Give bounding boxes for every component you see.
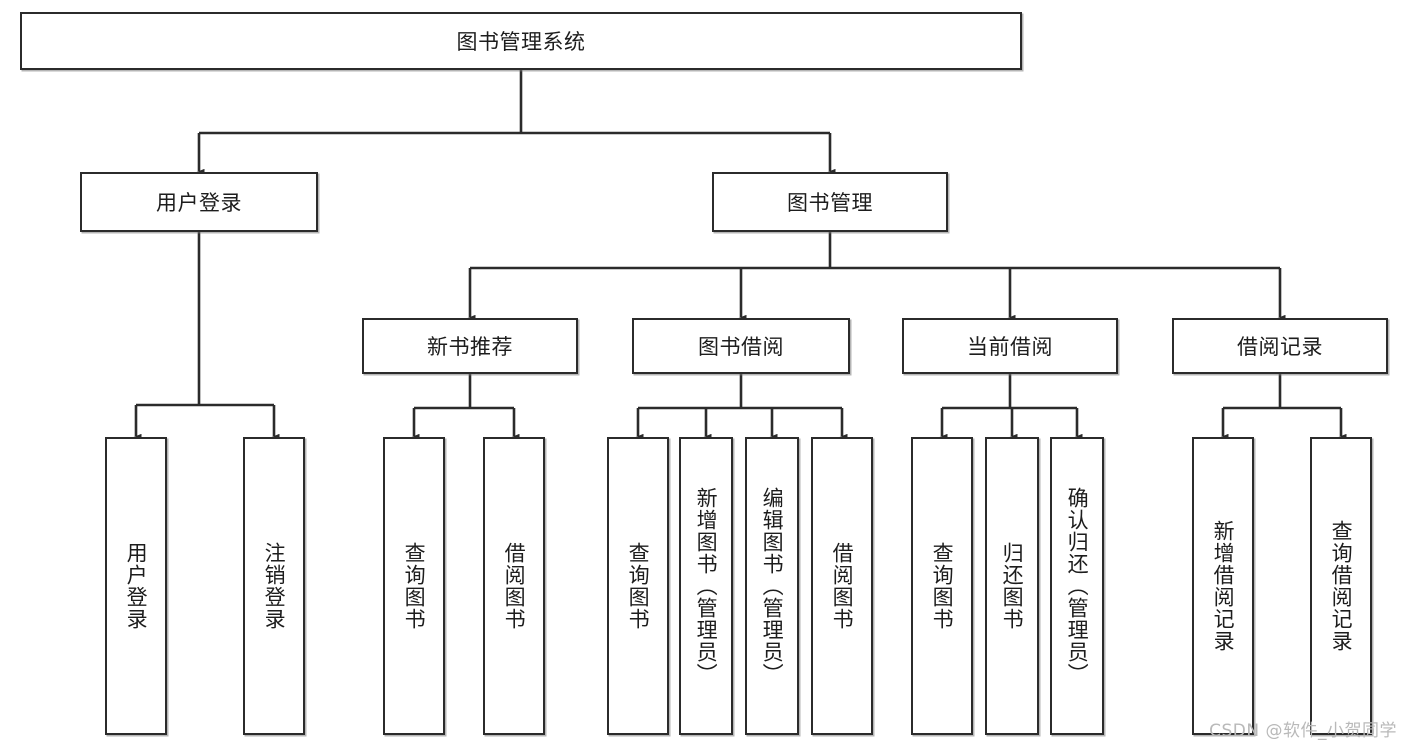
node-l2_1[interactable]: 图书借阅: [632, 318, 850, 374]
node-label: 图书管理: [787, 191, 873, 215]
node-label: 借阅记录: [1237, 335, 1323, 359]
node-leaf_10[interactable]: 确认归还（管理员）: [1050, 437, 1104, 735]
node-leaf_9[interactable]: 归还图书: [985, 437, 1039, 735]
node-label: 查询借阅记录: [1329, 520, 1354, 652]
node-label: 当前借阅: [967, 335, 1053, 359]
node-label: 查询图书: [402, 542, 427, 630]
node-label: 图书管理系统: [456, 30, 586, 54]
node-leaf_0[interactable]: 用户登录: [105, 437, 167, 735]
node-l2_0[interactable]: 新书推荐: [362, 318, 578, 374]
node-leaf_3[interactable]: 借阅图书: [483, 437, 545, 735]
node-label: 借阅图书: [830, 542, 855, 630]
node-label: 用户登录: [124, 542, 149, 630]
node-leaf_11[interactable]: 新增借阅记录: [1192, 437, 1254, 735]
node-label: 新增图书（管理员）: [694, 487, 719, 685]
node-label: 注销登录: [262, 542, 287, 630]
node-root[interactable]: 图书管理系统: [20, 12, 1022, 70]
node-leaf_5[interactable]: 新增图书（管理员）: [679, 437, 733, 735]
node-leaf_8[interactable]: 查询图书: [911, 437, 973, 735]
node-leaf_1[interactable]: 注销登录: [243, 437, 305, 735]
node-leaf_4[interactable]: 查询图书: [607, 437, 669, 735]
node-label: 新增借阅记录: [1211, 520, 1236, 652]
node-label: 归还图书: [1000, 542, 1025, 630]
node-label: 查询图书: [626, 542, 651, 630]
node-leaf_2[interactable]: 查询图书: [383, 437, 445, 735]
node-label: 确认归还（管理员）: [1065, 487, 1090, 685]
node-l1_0[interactable]: 用户登录: [80, 172, 318, 232]
node-leaf_12[interactable]: 查询借阅记录: [1310, 437, 1372, 735]
node-label: 借阅图书: [502, 542, 527, 630]
node-l1_1[interactable]: 图书管理: [712, 172, 948, 232]
csdn-watermark: CSDN @软件_小贺同学: [1209, 721, 1397, 741]
node-label: 图书借阅: [698, 335, 784, 359]
node-leaf_6[interactable]: 编辑图书（管理员）: [745, 437, 799, 735]
node-label: 查询图书: [930, 542, 955, 630]
connector-lines: [130, 70, 1347, 443]
node-label: 用户登录: [156, 191, 242, 215]
node-label: 编辑图书（管理员）: [760, 487, 785, 685]
node-l2_3[interactable]: 借阅记录: [1172, 318, 1388, 374]
node-l2_2[interactable]: 当前借阅: [902, 318, 1118, 374]
node-label: 新书推荐: [427, 335, 513, 359]
node-leaf_7[interactable]: 借阅图书: [811, 437, 873, 735]
